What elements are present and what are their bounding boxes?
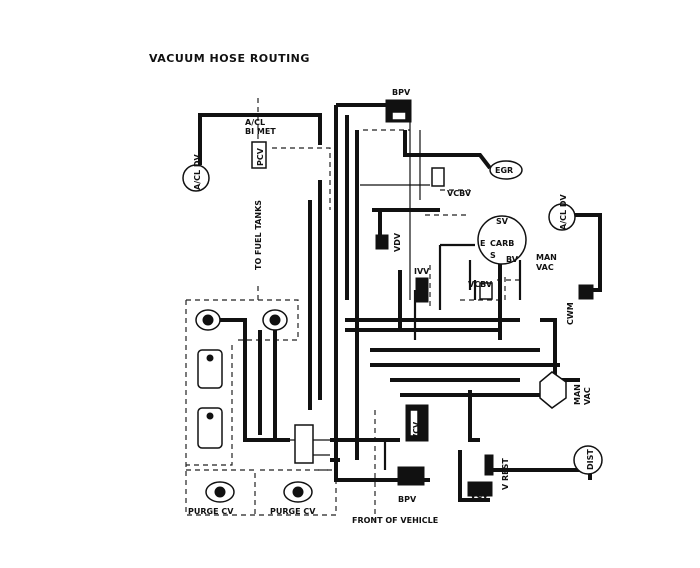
dist-label: DIST (586, 449, 595, 470)
canister-top-left (195, 309, 221, 331)
dashed-outlines (185, 98, 520, 520)
pcv-label: PCV (256, 147, 265, 166)
acl-dv-right-label: A/CL DV (559, 193, 568, 230)
carb-label: CARB (490, 239, 514, 248)
carb-bv-label: BV (506, 255, 519, 264)
v-rest-valve (484, 454, 494, 476)
vdv-valve (375, 234, 389, 250)
cwm-label: CWM (566, 302, 575, 325)
purge-cv-left-label: PURGE CV (188, 507, 234, 516)
to-fuel-tanks-label: TO FUEL TANKS (254, 200, 263, 270)
carburetor (477, 215, 527, 265)
manifold-vacuum-fitting (539, 371, 567, 409)
acl-bimet-label-2: BI MET (245, 127, 276, 136)
vcv-bottom (467, 481, 493, 497)
man-vac-right-label-2: VAC (583, 387, 592, 405)
acl-dv-left (182, 164, 210, 192)
cwm-valve (578, 284, 594, 300)
tee-connector (294, 424, 314, 464)
bpv-top-label: BPV (392, 88, 411, 97)
distributor (573, 445, 603, 475)
egr-label: EGR (495, 166, 513, 175)
carb-e-label: E (480, 239, 485, 248)
carb-s-label: S (490, 251, 496, 260)
man-vac-top-label-2: VAC (536, 263, 554, 272)
vacuum-hoses (198, 103, 602, 502)
purge-cv-left-valve (205, 481, 235, 503)
bpv-valve-bottom (397, 466, 425, 486)
vcv-mid (405, 404, 429, 442)
vcbv-top (431, 167, 445, 187)
bpv-valve-top (385, 99, 412, 123)
purge-cv-right-label: PURGE CV (270, 507, 316, 516)
vcbv-mid-label: VCBV (468, 280, 493, 289)
ivv-label: IVV (414, 267, 430, 276)
canister-top-right (262, 309, 288, 331)
acl-dv-left-label: A/CL DV (193, 153, 202, 190)
man-vac-top-label-1: MAN (536, 253, 557, 262)
ivv-valve (415, 277, 429, 303)
front-of-vehicle-label: FRONT OF VEHICLE (352, 516, 438, 525)
tank-block-lower (197, 407, 223, 449)
tank-block-upper (197, 349, 223, 389)
man-vac-right-label-1: MAN (573, 384, 582, 405)
bpv-bottom-label: BPV (398, 495, 417, 504)
acl-dv-right (548, 203, 576, 231)
acl-bimet-label-1: A/CL (245, 118, 265, 127)
v-rest-label: V REST (501, 458, 510, 490)
purge-cv-right-valve (283, 481, 313, 503)
diagram-title: VACUUM HOSE ROUTING (149, 52, 310, 65)
carb-sv-label: SV (496, 217, 509, 226)
egr-valve (489, 160, 523, 180)
vcbv-mid (479, 282, 493, 300)
vcv-bottom-label: VCV (470, 491, 489, 500)
vcv-mid-label: VCV (412, 421, 421, 440)
vcbv-top-label: VCBV (447, 189, 472, 198)
pcv-valve (251, 141, 267, 169)
vdv-label: VDV (393, 232, 402, 252)
